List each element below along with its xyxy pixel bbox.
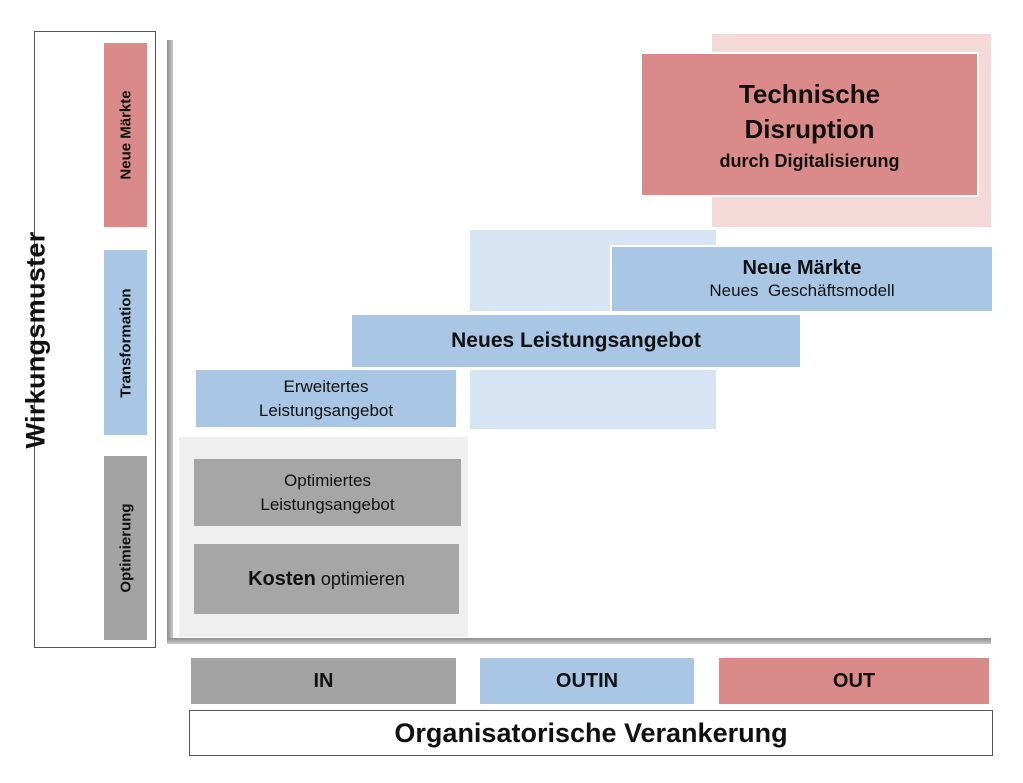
box-neue-maerkte: Neue Märkte Neues Geschäftsmodell [610, 245, 992, 311]
y-category-neue-maerkte: Neue Märkte [104, 43, 147, 227]
box-line: Erweitertes [283, 376, 369, 396]
kosten-strong: Kosten [248, 567, 316, 590]
box-erweitertes-leistungsangebot: Erweitertes Leistungsangebot [196, 370, 456, 427]
box-line: Leistungsangebot [258, 400, 394, 420]
x-category-outin: OUTIN [480, 658, 694, 704]
box-line: Optimiertes [284, 470, 371, 490]
box-title: Neue Märkte [742, 257, 862, 279]
x-axis-title: Organisatorische Verankerung [189, 710, 993, 756]
y-category-optimierung: Optimierung [104, 456, 147, 640]
zone-outin-lower [470, 370, 716, 429]
box-technische-disruption: Technische Disruption durch Digitalisier… [640, 52, 979, 197]
box-line: Leistungsangebot [260, 494, 395, 514]
y-category-transformation: Transformation [104, 250, 147, 435]
box-title-line2: Disruption [744, 113, 875, 144]
box-title-line1: Technische [738, 78, 881, 109]
x-category-label: IN [313, 669, 334, 692]
kosten-rest: optimieren [315, 568, 405, 589]
x-category-in: IN [191, 658, 456, 704]
x-category-label: OUT [832, 669, 876, 692]
y-axis-line [167, 40, 173, 644]
box-optimiertes-leistungsangebot: Optimiertes Leistungsangebot [194, 459, 461, 526]
box-subtitle: durch Digitalisierung [719, 150, 900, 171]
box-line: Neues Leistungsangebot [451, 329, 701, 352]
y-axis-title-text: Wirkungsmuster [20, 231, 51, 449]
x-category-out: OUT [719, 658, 989, 704]
box-neues-leistungsangebot: Neues Leistungsangebot [352, 315, 800, 367]
box-kosten-text: Kosten optimieren [248, 568, 405, 591]
x-axis-line [167, 638, 991, 644]
x-axis-title-text: Organisatorische Verankerung [394, 717, 788, 748]
y-category-label: Neue Märkte [117, 90, 134, 180]
x-category-label: OUTIN [555, 669, 619, 692]
y-category-label: Optimierung [117, 503, 134, 593]
box-kosten-optimieren: Kosten optimieren [194, 544, 459, 614]
box-subtitle: Neues Geschäftsmodell [709, 281, 895, 300]
y-category-label: Transformation [117, 287, 134, 398]
